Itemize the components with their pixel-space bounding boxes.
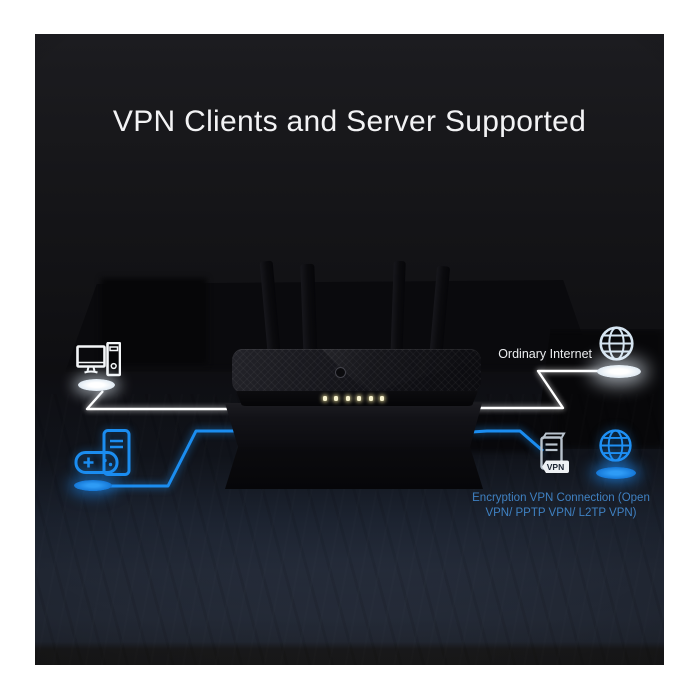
gaming-pc-icon — [74, 429, 131, 484]
connection-lines — [85, 369, 601, 488]
encryption-caption: Encryption VPN Connection (Open VPN/ PPT… — [427, 491, 664, 521]
router-led — [323, 396, 327, 401]
vpn-globe-icon — [598, 428, 633, 468]
background-tv-silhouette — [101, 278, 207, 364]
glow-ellipse-pc — [78, 379, 115, 391]
encryption-caption-line1: Encryption VPN Connection (Open — [472, 492, 650, 504]
glow-ellipse-gaming-pc — [74, 480, 112, 491]
router-led — [380, 396, 384, 401]
router-led — [334, 396, 338, 401]
background-right-mass — [535, 329, 664, 449]
router-platform — [225, 403, 482, 447]
line-router-to-vpnserver — [471, 429, 544, 453]
vpn-badge — [542, 460, 569, 473]
router-platform-base — [225, 447, 483, 489]
ordinary-internet-label: Ordinary Internet — [498, 347, 592, 361]
vpn-server-icon: VPN — [538, 431, 570, 480]
glow-ellipse-vpn — [596, 467, 636, 479]
glow-ellipse-internet — [597, 365, 641, 378]
marketing-panel: VPN Clients and Server Supported — [35, 34, 664, 665]
page-title: VPN Clients and Server Supported — [35, 105, 664, 139]
line-pc-to-router — [85, 390, 229, 411]
router-led — [369, 396, 373, 401]
vpn-badge-text: VPN — [547, 462, 564, 472]
internet-globe-icon — [598, 325, 635, 367]
blue-glow-haze — [586, 442, 646, 487]
encryption-caption-line2: VPN/ PPTP VPN/ L2TP VPN) — [485, 507, 637, 519]
line-router-to-internet — [459, 369, 601, 410]
router-led — [346, 396, 350, 401]
desktop-pc-icon — [76, 341, 122, 383]
router-led — [357, 396, 361, 401]
line-gamingpc-to-router — [95, 429, 254, 488]
router-body — [232, 349, 481, 393]
router-logo-icon — [335, 367, 346, 378]
